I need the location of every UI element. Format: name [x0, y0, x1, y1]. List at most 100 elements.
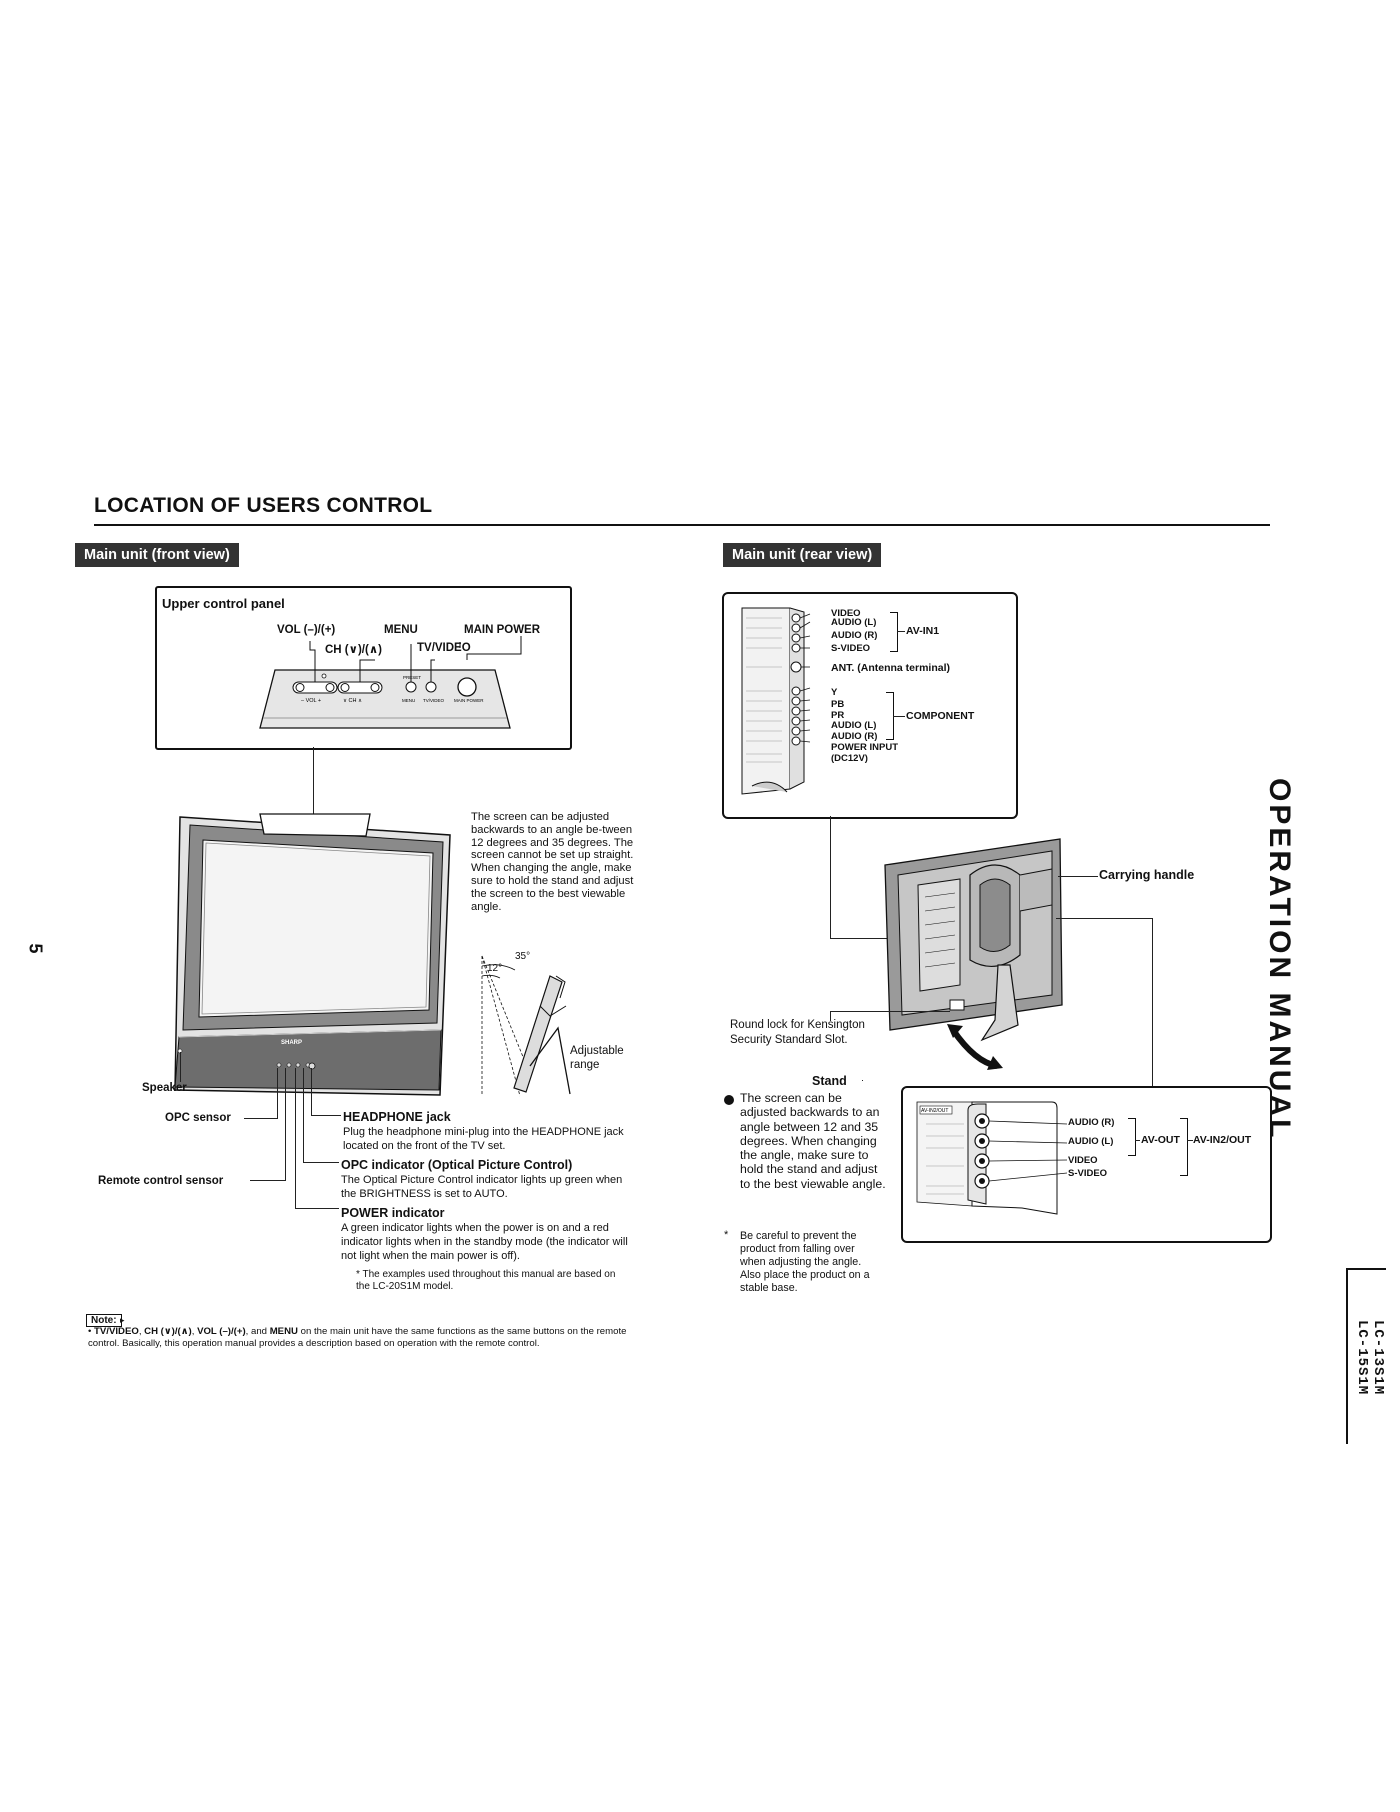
out-video: VIDEO [1068, 1155, 1098, 1166]
note-bold-4: MENU [269, 1326, 298, 1337]
handle-leader [1058, 876, 1098, 877]
avout-leader-v [1152, 918, 1153, 1086]
tv-front-drawing: SHARP [174, 816, 451, 1096]
note-text: • TV/VIDEO, CH (∨)/(∧), VOL (–)/(+), and… [88, 1326, 648, 1349]
terminal-panel-drawing [741, 607, 811, 795]
av-out-tick [1135, 1140, 1140, 1141]
stand-label: Stand [812, 1074, 847, 1088]
note-label: Note: [86, 1314, 122, 1327]
panel-ch-text: ∨ CH ∧ [343, 698, 362, 704]
angle-35-label: 35° [515, 951, 531, 962]
term-dc12v: (DC12V) [831, 753, 868, 764]
stand-note: Be careful to prevent the product from f… [740, 1230, 870, 1294]
power-indicator-title: POWER indicator [341, 1206, 445, 1220]
opc-sensor-leader-v [277, 1068, 278, 1119]
note-sep-3: , and [245, 1326, 270, 1337]
out-av-out: AV-OUT [1141, 1134, 1180, 1146]
av-out-bracket [1128, 1118, 1136, 1156]
note-bold-1: TV/VIDEO [94, 1326, 139, 1337]
control-panel-drawing: PRESET – VOL + ∨ CH ∧ MENU TV/VIDEO MAIN… [259, 641, 511, 729]
term-component: COMPONENT [906, 710, 975, 722]
speaker-leader [180, 1052, 181, 1082]
side-rule-top [1346, 1268, 1386, 1270]
component-tick [893, 716, 905, 717]
kensington-label: Round lock for Kensington Security Stand… [730, 1019, 865, 1046]
headphone-leader-v [311, 1068, 312, 1116]
avout-leader-h [1056, 918, 1153, 919]
term-ant: ANT. (Antenna terminal) [831, 662, 951, 674]
menu-label: MENU [384, 624, 418, 636]
opc-sensor-leader-h [244, 1118, 277, 1119]
preset-text: PRESET [403, 675, 421, 680]
side-rule [1346, 1268, 1348, 1444]
carrying-handle-label: Carrying handle [1099, 868, 1195, 882]
terminal-leader-v [830, 816, 831, 938]
front-view-tab: Main unit (front view) [75, 543, 239, 567]
opc-ind-leader-v [303, 1068, 304, 1162]
stand-description: The screen can be adjusted backwards to … [740, 1091, 886, 1191]
power-indicator-text: A green indicator lights when the power … [341, 1222, 628, 1262]
tv-video-label: TV/VIDEO [417, 642, 471, 654]
opc-indicator-title: OPC indicator (Optical Picture Control) [341, 1158, 573, 1172]
vol-label: VOL (–)/(+) [277, 624, 336, 636]
term-av-in1: AV-IN1 [906, 625, 940, 637]
tv-brand: SHARP [281, 1040, 302, 1046]
panel-vol-text: – VOL + [301, 698, 321, 704]
power-leader-h [295, 1208, 339, 1209]
power-leader-v [295, 1068, 296, 1208]
term-pr: PR [831, 710, 845, 721]
av-out-panel-drawing: AV-IN2/OUT [916, 1101, 1068, 1215]
page-title: LOCATION OF USERS CONTROL [94, 494, 433, 517]
note-sep-2: , [191, 1326, 198, 1337]
kensington-leader-h [830, 1011, 950, 1012]
opc-indicator-text: The Optical Picture Control indicator li… [341, 1174, 623, 1200]
out-s-video: S-VIDEO [1068, 1168, 1108, 1179]
note-sep-1: , [138, 1326, 145, 1337]
kensington-leader-v [830, 1011, 831, 1021]
terminal-leader-h [830, 938, 922, 939]
term-s-video: S-VIDEO [831, 643, 871, 654]
remote-leader-h [250, 1180, 285, 1181]
rotation-arrow-icon [947, 1024, 1003, 1070]
stand-leader [862, 1080, 863, 1081]
tv-rear-drawing [884, 838, 1063, 1042]
av-in1-bracket [890, 612, 898, 652]
opc-ind-leader-h [303, 1162, 339, 1163]
panel-tvvideo-text: TV/VIDEO [423, 698, 445, 703]
av-in2-bracket [1180, 1118, 1188, 1176]
term-pb: PB [831, 699, 845, 710]
note-bullet: • [88, 1326, 95, 1337]
av-in1-tick [897, 631, 905, 632]
note-bold-3: VOL (–)/(+) [197, 1326, 246, 1337]
stand-note-star: * [724, 1229, 729, 1241]
headphone-text: Plug the headphone mini-plug into the HE… [343, 1126, 624, 1152]
remote-sensor-label: Remote control sensor [98, 1175, 224, 1187]
title-rule [94, 524, 1270, 526]
remote-leader-v [285, 1068, 286, 1181]
side-title: OPERATION MANUAL [1263, 778, 1296, 1141]
term-audio-l2: AUDIO (L) [831, 720, 877, 731]
out-audio-r: AUDIO (R) [1068, 1117, 1115, 1128]
term-audio-r2: AUDIO (R) [831, 731, 878, 742]
term-y: Y [831, 687, 838, 698]
term-video: VIDEO [831, 608, 861, 619]
rear-view-tab: Main unit (rear view) [723, 543, 882, 567]
out-audio-l: AUDIO (L) [1068, 1136, 1114, 1147]
term-power-input: POWER INPUT [831, 742, 899, 753]
headphone-leader-h [311, 1115, 341, 1116]
panel-connector [313, 747, 315, 815]
upper-control-panel-title: Upper control panel [162, 596, 285, 611]
angle-12-label: 12° [487, 963, 503, 974]
term-audio-r: AUDIO (R) [831, 630, 878, 641]
ch-label: CH (∨)/(∧) [325, 644, 382, 656]
angle-description: The screen can be adjusted backwards to … [471, 811, 634, 913]
av-out-side-label: AV-IN2/OUT [921, 1108, 948, 1114]
headphone-title: HEADPHONE jack [343, 1110, 451, 1124]
note-text-rest: on the main unit have the same functions… [88, 1326, 627, 1349]
model-1: LC-13S1M [1370, 1320, 1386, 1396]
main-power-label: MAIN POWER [464, 624, 541, 636]
term-audio-l: AUDIO (L) [831, 617, 877, 628]
speaker-label: Speaker [142, 1082, 187, 1094]
note-bold-2: CH (∨)/(∧) [144, 1326, 192, 1337]
panel-menu-text: MENU [402, 698, 415, 703]
